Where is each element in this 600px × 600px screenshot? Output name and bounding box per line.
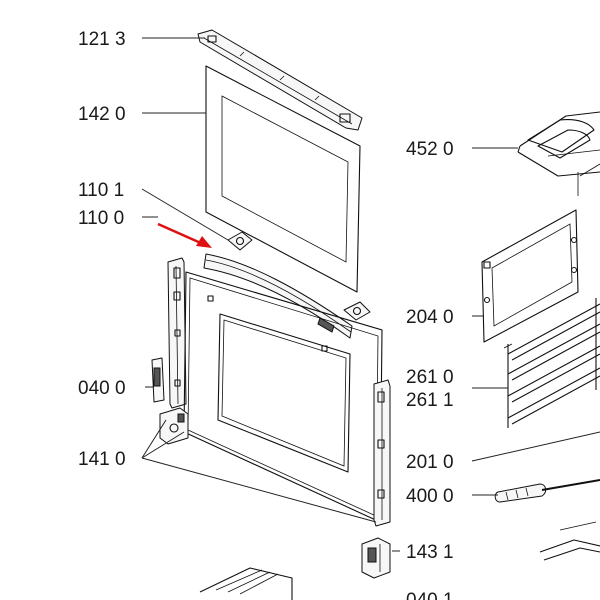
part-204-0-side-frame <box>481 209 579 343</box>
part-110-1-handle-bracket <box>227 231 371 321</box>
red-arrow-indicator <box>157 222 212 248</box>
label-261-1: 261 1 <box>406 390 454 411</box>
label-204-0: 204 0 <box>406 307 454 328</box>
part-452-0-top-rack <box>517 111 600 196</box>
label-400-0: 400 0 <box>406 486 454 507</box>
part-110-0-handle <box>203 253 353 339</box>
leader-lines <box>141 37 600 552</box>
right-side-profile <box>373 379 391 527</box>
bottom-grate-left <box>199 567 293 600</box>
label-261-0: 261 0 <box>406 367 454 388</box>
bottom-tray-right <box>539 521 600 561</box>
part-040-0-left-profile <box>151 257 187 409</box>
label-452-0: 452 0 <box>406 139 454 160</box>
label-201-0: 201 0 <box>406 452 454 473</box>
label-bottom-partial: 040 1 <box>406 590 454 600</box>
label-121-3: 121 3 <box>78 29 126 50</box>
label-142-0: 142 0 <box>78 104 126 125</box>
label-143-1: 143 1 <box>406 542 454 563</box>
part-141-0-hinge-block <box>159 407 189 445</box>
part-261-0-rail-set <box>503 298 600 428</box>
part-142-0-outer-glass <box>205 65 361 293</box>
label-110-0: 110 0 <box>78 208 124 229</box>
label-141-0: 141 0 <box>78 449 126 470</box>
label-110-1: 110 1 <box>78 180 124 201</box>
part-400-0-screwdriver <box>494 479 600 503</box>
part-121-3-top-trim <box>197 29 363 131</box>
label-040-0: 040 0 <box>78 378 126 399</box>
part-143-1-hinge-clip <box>361 537 391 579</box>
